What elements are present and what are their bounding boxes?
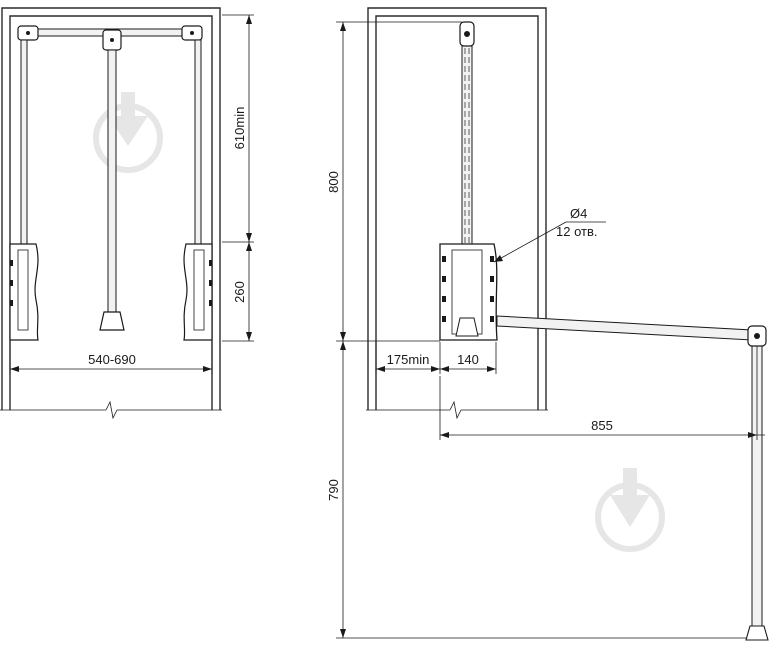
dim-offset-label: 175min [387,352,430,367]
side-view: Ø4 12 отв. 800 790 [326,7,769,641]
dim-lower-label: 260 [232,281,247,303]
watermark-logo-left [93,92,163,173]
dim-reach-label: 790 [326,479,341,501]
hole-count-label: 12 отв. [556,224,598,239]
dim-width-label: 540-690 [88,352,136,367]
side-extended-arm [496,315,769,641]
side-dim-height: 800 [326,21,462,342]
dim-upper-label: 610min [232,107,247,150]
dim-extension-label: 855 [591,418,613,433]
front-dim-lower: 260 [222,242,254,342]
hole-callout: Ø4 12 отв. [493,206,606,263]
front-cabinet-outline [0,7,222,420]
front-dim-upper: 610min [222,14,254,243]
watermark-logo-right [595,468,665,552]
front-dim-width: 540-690 [9,342,213,374]
side-dim-extension: 855 [439,346,765,440]
side-cabinet-outline [366,7,548,420]
side-dim-reach: 790 [326,341,746,639]
dim-depth-label: 140 [457,352,479,367]
front-top-crossbar [17,25,203,51]
dim-height-label: 800 [326,171,341,193]
side-dim-offset-depth: 175min 140 [375,342,497,374]
front-center-handle [99,49,125,331]
side-housing [439,243,498,341]
front-view: 610min 260 540-690 [0,7,254,420]
hole-diameter-label: Ø4 [570,206,587,221]
front-right-housing [183,243,213,341]
front-left-housing [9,243,39,341]
